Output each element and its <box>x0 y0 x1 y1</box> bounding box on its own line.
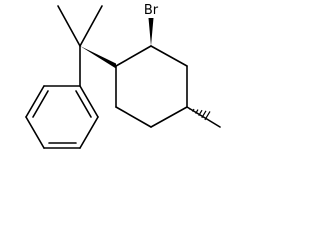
phenyl-double-bond-c <box>75 90 92 118</box>
molecule-canvas: Br <box>0 0 227 155</box>
ring-bond-c5-c6 <box>115 106 152 128</box>
ring-methyl-bond <box>186 106 221 128</box>
phenyl-bond-6 <box>79 85 99 118</box>
bromine-label: Br <box>144 3 159 18</box>
structure-diagram: Br <box>25 3 221 149</box>
ring-bond-c1-c2 <box>115 45 152 67</box>
methyl-bond-upper-left <box>57 5 81 47</box>
wedge-bond-bromine <box>148 18 154 46</box>
methyl-bond-upper-right <box>79 5 103 47</box>
ring-bond-c2-c3 <box>150 45 188 67</box>
hashed-wedge-methyl <box>188 108 211 121</box>
phenyl-double-bond-a <box>32 90 49 118</box>
wedge-bond-quaternary <box>80 46 116 69</box>
phenyl-bond-2 <box>25 85 45 118</box>
phenyl-bond-5 <box>79 116 99 149</box>
phenyl-bond-3 <box>25 116 45 149</box>
ring-bond-c4-c5 <box>150 106 188 128</box>
